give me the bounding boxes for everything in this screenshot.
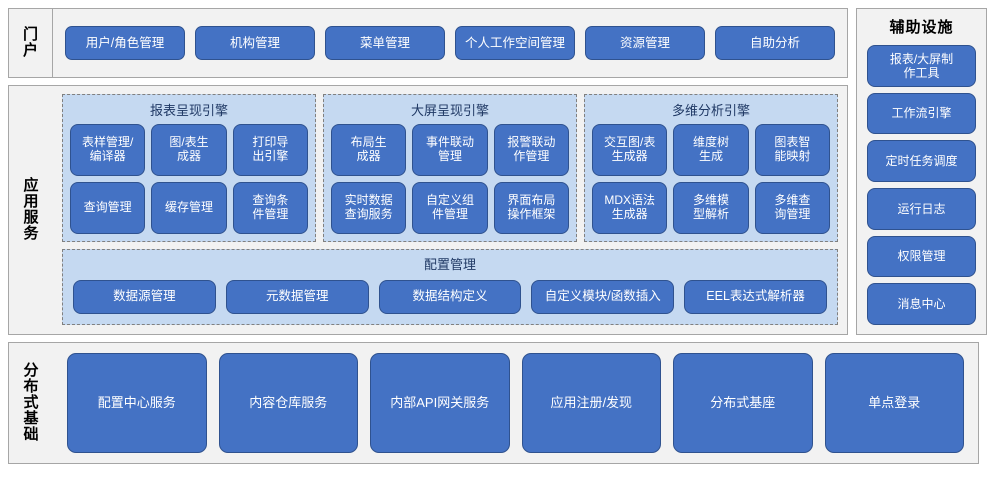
bigscreen-rendering-engine-title: 大屏呈现引擎 <box>410 103 489 118</box>
dist-button-internal-api-gateway-service[interactable]: 内部API网关服务 <box>370 353 510 453</box>
engine-cell-ui-layout-operation-framework[interactable]: 界面布局 操作框架 <box>493 182 569 234</box>
config-button-metadata-management[interactable]: 元数据管理 <box>225 279 369 314</box>
multidimensional-analysis-engine-panel: 多维分析引擎 交互图/表 生成器 维度树 生成 图表智 能映射 MDX语法 生成… <box>584 94 838 242</box>
distributed-foundation-band-label: 分布式基础 <box>9 343 53 463</box>
report-rendering-engine-title: 报表呈现引擎 <box>149 103 228 118</box>
dist-button-single-sign-on[interactable]: 单点登录 <box>824 353 964 453</box>
portal-button-resource-management[interactable]: 资源管理 <box>585 26 705 60</box>
config-button-datasource-management[interactable]: 数据源管理 <box>73 279 216 314</box>
engine-cell-realtime-data-query-service[interactable]: 实时数据 查询服务 <box>331 182 407 234</box>
engine-cell-multidimensional-query-management[interactable]: 多维查 询管理 <box>754 182 830 234</box>
engines-row: 报表呈现引擎 表样管理/ 编译器 图/表生 成器 打印导 出引擎 查询管理 缓存… <box>62 94 838 242</box>
engine-cell-alarm-linkage-action-management[interactable]: 报警联动 作管理 <box>493 124 569 176</box>
left-stack: 门户 用户/角色管理 机构管理 菜单管理 个人工作空间管理 资源管理 自助分析 … <box>8 8 848 335</box>
engine-cell-layout-generator[interactable]: 布局生 成器 <box>331 124 407 176</box>
portal-band-label-text: 门户 <box>23 25 40 59</box>
auxiliary-facilities-list: 报表/大屏制 作工具 工作流引擎 定时任务调度 运行日志 权限管理 消息中心 <box>867 45 976 326</box>
application-services-body: 报表呈现引擎 表样管理/ 编译器 图/表生 成器 打印导 出引擎 查询管理 缓存… <box>53 86 847 334</box>
aux-item-runtime-log[interactable]: 运行日志 <box>867 188 976 230</box>
distributed-foundation-section: 分布式基础 配置中心服务 内容仓库服务 内部API网关服务 应用注册/发现 分布… <box>8 342 979 464</box>
config-button-data-structure-definition[interactable]: 数据结构定义 <box>378 279 522 314</box>
configuration-management-panel: 配置管理 数据源管理 元数据管理 数据结构定义 自定义模块/函数插入 EEL表达… <box>62 249 838 325</box>
engine-cell-dimension-tree-generation[interactable]: 维度树 生成 <box>673 124 749 176</box>
upper-area: 门户 用户/角色管理 机构管理 菜单管理 个人工作空间管理 资源管理 自助分析 … <box>8 8 987 335</box>
dist-button-distributed-base[interactable]: 分布式基座 <box>673 353 813 453</box>
engine-cell-query-management[interactable]: 查询管理 <box>70 182 146 234</box>
application-services-band-label-text: 应用服务 <box>23 176 40 243</box>
distributed-foundation-row: 配置中心服务 内容仓库服务 内部API网关服务 应用注册/发现 分布式基座 单点… <box>53 343 978 463</box>
portal-button-personal-workspace-management[interactable]: 个人工作空间管理 <box>455 26 575 60</box>
portal-button-menu-management[interactable]: 菜单管理 <box>325 26 445 60</box>
engine-cell-chart-table-generator[interactable]: 图/表生 成器 <box>151 124 227 176</box>
bigscreen-rendering-engine-panel: 大屏呈现引擎 布局生 成器 事件联动 管理 报警联动 作管理 实时数据 查询服务… <box>323 94 577 242</box>
portal-button-user-role-management[interactable]: 用户/角色管理 <box>65 26 185 60</box>
aux-item-report-bigscreen-authoring-tool[interactable]: 报表/大屏制 作工具 <box>867 45 976 87</box>
portal-section: 门户 用户/角色管理 机构管理 菜单管理 个人工作空间管理 资源管理 自助分析 <box>8 8 848 78</box>
engine-cell-print-export-engine[interactable]: 打印导 出引擎 <box>232 124 308 176</box>
config-button-custom-module-function-insertion[interactable]: 自定义模块/函数插入 <box>531 279 675 314</box>
aux-item-scheduled-task-scheduling[interactable]: 定时任务调度 <box>867 140 976 183</box>
aux-item-permission-management[interactable]: 权限管理 <box>867 235 976 278</box>
engine-cell-multidimensional-model-parsing[interactable]: 多维模 型解析 <box>673 182 749 234</box>
engine-cell-mdx-syntax-generator[interactable]: MDX语法 生成器 <box>592 182 668 234</box>
engine-cell-event-linkage-management[interactable]: 事件联动 管理 <box>412 124 488 176</box>
bigscreen-rendering-engine-grid: 布局生 成器 事件联动 管理 报警联动 作管理 实时数据 查询服务 自定义组 件… <box>331 124 569 234</box>
aux-item-message-center[interactable]: 消息中心 <box>867 283 976 326</box>
distributed-foundation-band-label-text: 分布式基础 <box>23 361 40 444</box>
multidimensional-analysis-engine-grid: 交互图/表 生成器 维度树 生成 图表智 能映射 MDX语法 生成器 多维模 型… <box>592 124 830 234</box>
report-rendering-engine-panel: 报表呈现引擎 表样管理/ 编译器 图/表生 成器 打印导 出引擎 查询管理 缓存… <box>62 94 316 242</box>
engine-cell-interactive-chart-table-generator[interactable]: 交互图/表 生成器 <box>592 124 668 176</box>
auxiliary-facilities-title: 辅助设施 <box>889 19 954 36</box>
portal-button-org-management[interactable]: 机构管理 <box>195 26 315 60</box>
portal-band-label: 门户 <box>9 9 53 77</box>
application-services-band-label: 应用服务 <box>9 86 53 334</box>
engine-cell-cache-management[interactable]: 缓存管理 <box>151 182 227 234</box>
engine-cell-chart-smart-mapping[interactable]: 图表智 能映射 <box>754 124 830 176</box>
config-button-eel-expression-parser[interactable]: EEL表达式解析器 <box>684 279 827 314</box>
report-rendering-engine-grid: 表样管理/ 编译器 图/表生 成器 打印导 出引擎 查询管理 缓存管理 查询条 … <box>70 124 308 234</box>
dist-button-config-center-service[interactable]: 配置中心服务 <box>67 353 207 453</box>
engine-cell-query-condition-management[interactable]: 查询条 件管理 <box>232 182 308 234</box>
configuration-management-row: 数据源管理 元数据管理 数据结构定义 自定义模块/函数插入 EEL表达式解析器 <box>73 277 827 316</box>
portal-button-self-service-analysis[interactable]: 自助分析 <box>715 26 835 60</box>
engine-cell-custom-component-management[interactable]: 自定义组 件管理 <box>412 182 488 234</box>
multidimensional-analysis-engine-title: 多维分析引擎 <box>671 103 750 118</box>
dist-button-app-registration-discovery[interactable]: 应用注册/发现 <box>521 353 661 453</box>
configuration-management-title: 配置管理 <box>423 257 476 272</box>
auxiliary-facilities-section: 辅助设施 报表/大屏制 作工具 工作流引擎 定时任务调度 运行日志 权限管理 消… <box>856 8 987 335</box>
application-services-section: 应用服务 报表呈现引擎 表样管理/ 编译器 图/表生 成器 打印导 出引擎 查询… <box>8 85 848 335</box>
portal-button-row: 用户/角色管理 机构管理 菜单管理 个人工作空间管理 资源管理 自助分析 <box>53 9 847 77</box>
engine-cell-template-management-compiler[interactable]: 表样管理/ 编译器 <box>70 124 146 176</box>
dist-button-content-repository-service[interactable]: 内容仓库服务 <box>218 353 358 453</box>
aux-item-workflow-engine[interactable]: 工作流引擎 <box>867 92 976 135</box>
